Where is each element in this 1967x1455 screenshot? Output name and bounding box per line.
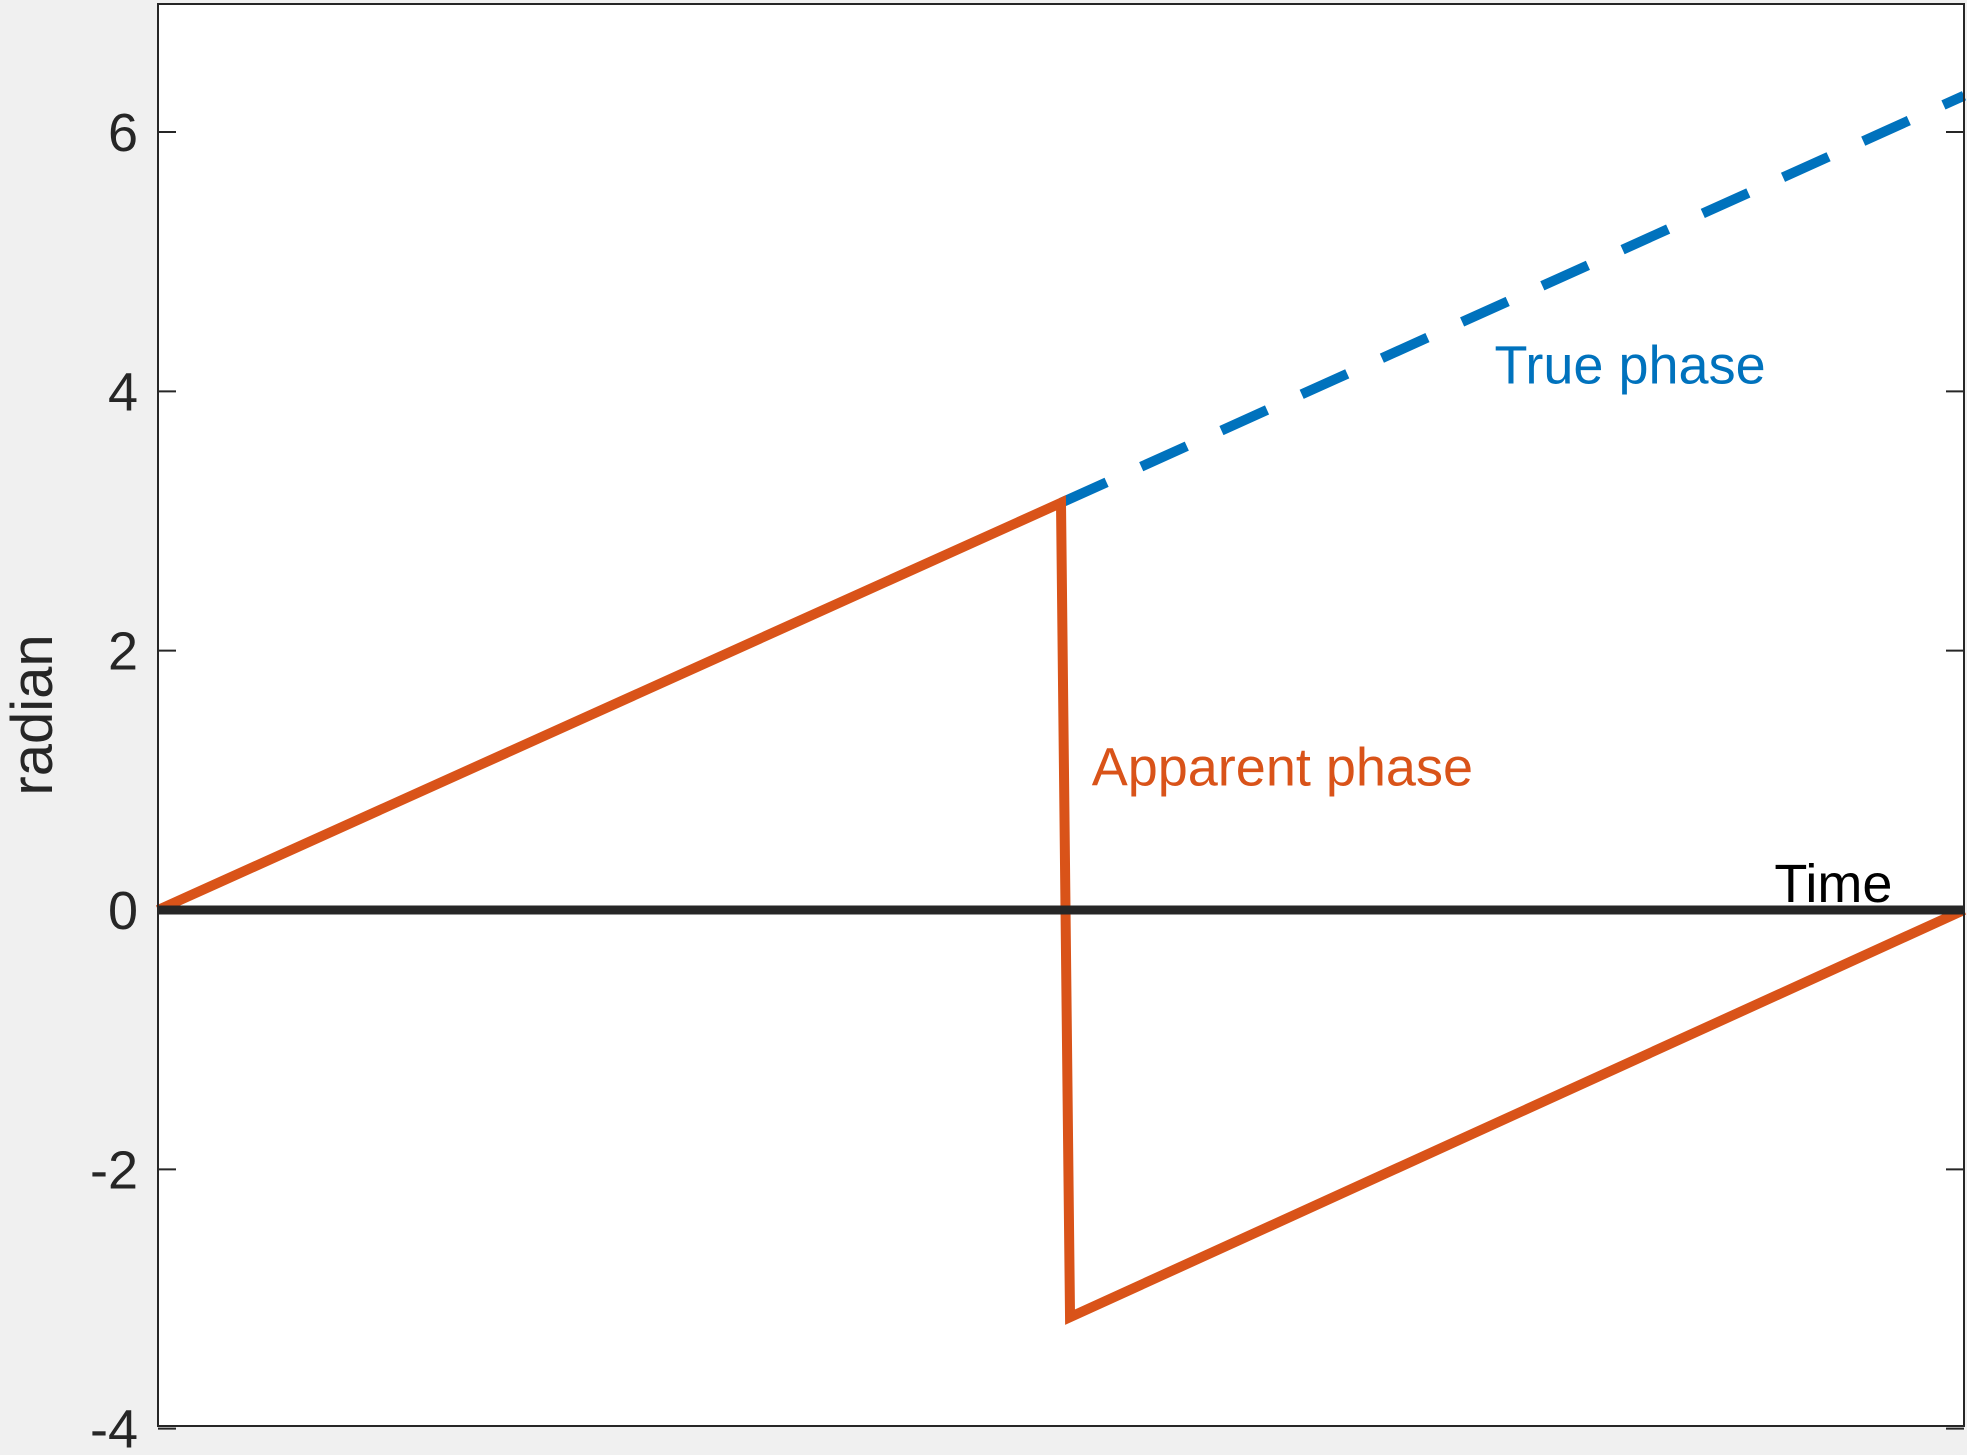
ticks-layer: -4 -2 0 2 4 6 bbox=[90, 103, 1964, 1455]
y-tick-label: 6 bbox=[108, 103, 138, 163]
y-axis-label: radian bbox=[0, 634, 65, 795]
y-tick-label: 2 bbox=[108, 622, 138, 682]
y-tick-label: 0 bbox=[108, 881, 138, 941]
true-phase-line bbox=[1058, 91, 1967, 508]
apparent-phase-label: Apparent phase bbox=[1092, 737, 1473, 797]
y-tick-label: 4 bbox=[108, 362, 138, 422]
time-label: Time bbox=[1774, 854, 1892, 914]
series-layer bbox=[155, 91, 1967, 1325]
true-phase-label: True phase bbox=[1494, 335, 1765, 395]
y-tick-label: -4 bbox=[90, 1400, 138, 1450]
plot-frame bbox=[157, 3, 1965, 1427]
y-tick-label: -2 bbox=[90, 1140, 138, 1200]
